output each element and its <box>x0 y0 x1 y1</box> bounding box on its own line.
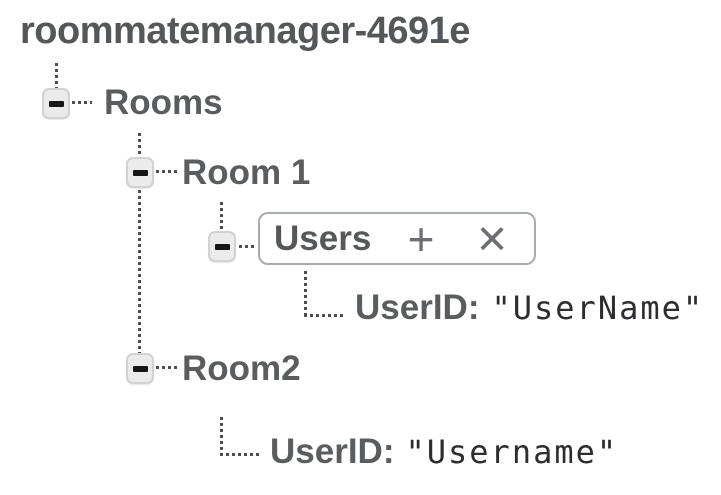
tree-connector-room1-stub <box>138 133 141 157</box>
node-label-users[interactable]: Users <box>274 218 372 258</box>
leaf-row-room1-userid: UserID: "UserName" <box>355 287 704 329</box>
tree-connector-users-horizontal <box>239 245 257 248</box>
leaf-value-userid2[interactable]: "Username" <box>405 433 619 471</box>
minus-icon <box>214 243 230 250</box>
node-label-room2[interactable]: Room2 <box>182 349 301 388</box>
minus-icon <box>132 169 148 176</box>
selected-node-users[interactable]: Users + × <box>258 210 536 268</box>
tree-connector-userid2-vertical <box>220 417 223 456</box>
leaf-key-userid1[interactable]: UserID: <box>355 288 480 327</box>
collapse-toggle-room2[interactable] <box>126 353 154 384</box>
tree-connector-userid1-horizontal <box>304 314 344 317</box>
leaf-key-userid2[interactable]: UserID: <box>270 432 395 471</box>
tree-connector-users-stub <box>220 202 223 230</box>
tree-connector-rooms-horizontal <box>72 101 92 104</box>
database-root-name[interactable]: roommatemanager-4691e <box>20 10 470 52</box>
leaf-row-room2-userid: UserID: "Username" <box>270 431 618 473</box>
plus-icon: + <box>407 212 435 265</box>
collapse-toggle-users[interactable] <box>208 231 236 262</box>
tree-connector-room1-horizontal <box>156 170 178 173</box>
close-icon: × <box>476 209 508 268</box>
delete-node-button[interactable]: × <box>472 210 512 268</box>
tree-connector-rooms-stub <box>55 63 58 88</box>
tree-connector-room1-room2 <box>138 190 141 353</box>
tree-connector-room2-horizontal <box>156 366 178 369</box>
tree-connector-userid2-horizontal <box>220 453 260 456</box>
collapse-toggle-room1[interactable] <box>126 157 154 188</box>
minus-icon <box>132 365 148 372</box>
collapse-toggle-rooms[interactable] <box>42 88 70 119</box>
tree-connector-userid1-vertical <box>304 271 307 317</box>
node-label-room1[interactable]: Room 1 <box>182 153 311 192</box>
node-label-rooms[interactable]: Rooms <box>104 83 223 122</box>
leaf-value-userid1[interactable]: "UserName" <box>491 289 705 327</box>
add-child-button[interactable]: + <box>401 213 441 265</box>
minus-icon <box>48 100 64 107</box>
